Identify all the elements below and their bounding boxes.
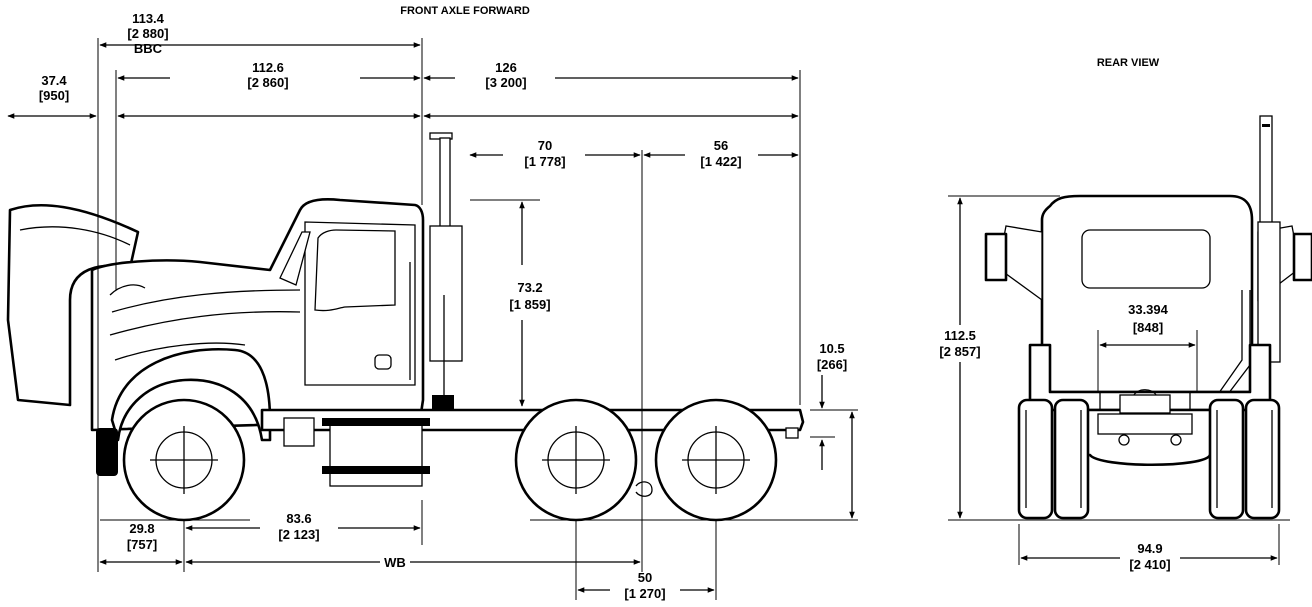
axle-to-cab-inches: 112.6 (252, 60, 284, 75)
frame-width-inches: 33.394 (1128, 302, 1169, 317)
bbc-metric: [2 880] (127, 26, 168, 41)
heading-front-axle-forward: FRONT AXLE FORWARD (400, 5, 530, 17)
cab-to-end-inches: 126 (495, 60, 517, 75)
frame-width-metric: [848] (1133, 320, 1163, 335)
frame-height-inches: 10.5 (819, 341, 844, 356)
tandem-spread-inches: 50 (638, 570, 652, 585)
overall-width-inches: 94.9 (1137, 541, 1162, 556)
front-bumper (96, 428, 118, 476)
tandem-spread-metric: [1 270] (624, 586, 665, 601)
axle-to-back-of-cab-metric: [2 123] (278, 527, 319, 542)
fuel-tank (283, 417, 430, 487)
rear-wheel-1 (514, 398, 638, 522)
bbc-inches: 113.4 (132, 11, 165, 26)
cab-to-tandem-metric: [1 778] (524, 154, 565, 169)
overall-width-metric: [2 410] (1129, 557, 1170, 572)
front-wheel (122, 398, 246, 522)
cab-to-end-metric: [3 200] (485, 75, 526, 90)
cab-body (90, 198, 425, 442)
tandem-to-end-metric: [1 422] (700, 154, 741, 169)
heading-rear-view: REAR VIEW (1097, 57, 1160, 69)
rear-wheel-2 (654, 398, 778, 522)
frame-height-metric: [266] (817, 357, 847, 372)
axle-to-cab-metric: [2 860] (247, 75, 288, 90)
axle-to-back-of-cab-inches: 83.6 (286, 511, 311, 526)
stack-height-inches: 73.2 (517, 280, 542, 295)
rear-view: REAR VIEW (939, 57, 1312, 572)
rear-tire-right-outer (1244, 398, 1281, 520)
bumper-to-axle-inches: 29.8 (129, 521, 154, 536)
overall-height-inches: 112.5 (944, 328, 976, 343)
bbc-tag: BBC (134, 41, 163, 56)
exhaust-stack (429, 132, 463, 409)
bumper-to-axle-metric: [757] (127, 537, 157, 552)
rear-tire-right-inner (1208, 398, 1245, 520)
front-overhang-metric: [950] (39, 88, 69, 103)
rear-tire-left-inner (1053, 398, 1090, 520)
stack-height-metric: [1 859] (509, 297, 550, 312)
cab-to-tandem-inches: 70 (538, 138, 552, 153)
tandem-to-end-inches: 56 (714, 138, 728, 153)
wheelbase-label: WB (384, 555, 406, 570)
rear-window (1081, 229, 1211, 289)
suspension-pivot (635, 481, 653, 497)
side-view: FRONT AXLE FORWARD 113.4 [2 880] BBC 37.… (6, 5, 858, 601)
front-overhang-inches: 37.4 (41, 73, 67, 88)
rear-tire-left-outer (1017, 398, 1054, 520)
overall-height-metric: [2 857] (939, 344, 980, 359)
